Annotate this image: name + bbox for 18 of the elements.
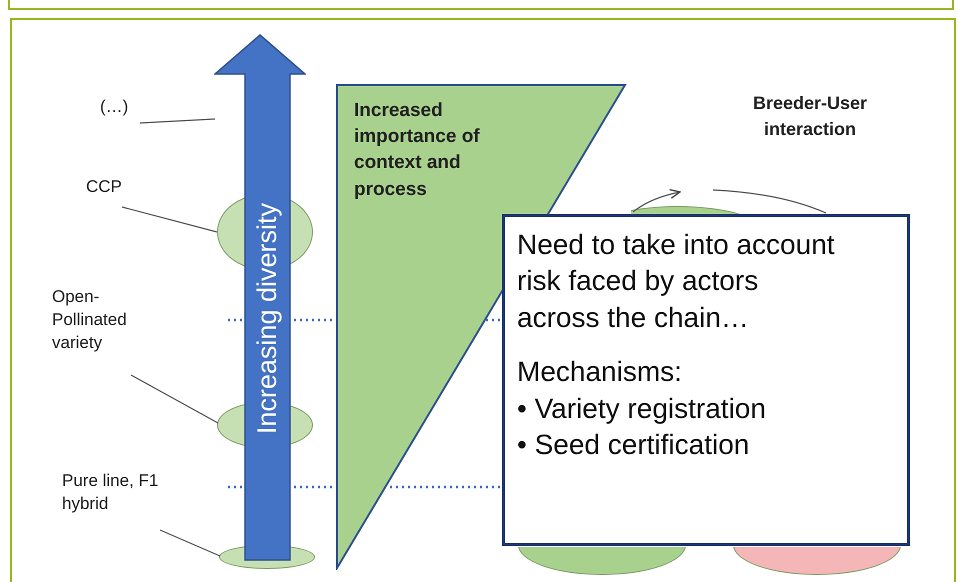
curved-arrow [632,189,681,212]
callout-heading: Mechanisms: [517,355,683,390]
variety-label: Pure line, F1 hybrid [62,470,202,516]
callout-text: Need to take into account risk faced by actors across the chain… [517,228,836,335]
triangle-label: Increased importance of context and process [354,99,481,202]
leader-line [160,529,220,557]
ellipsis-label: (…) [100,96,140,119]
arrow-label: Increasing diversity [252,203,283,435]
ccp-label: CCP [86,176,136,199]
leader-line [140,118,216,124]
diversity-arrow [214,34,306,562]
callout-box [502,214,910,546]
leader-line [130,374,218,424]
variety-label: Open-Pollinated variety [52,286,162,355]
bullet-item: • Seed certification [517,428,750,462]
heading-label: Breeder-User interaction [752,92,868,142]
leader-line [122,206,218,233]
bullet-item: • Variety registration [517,392,767,426]
